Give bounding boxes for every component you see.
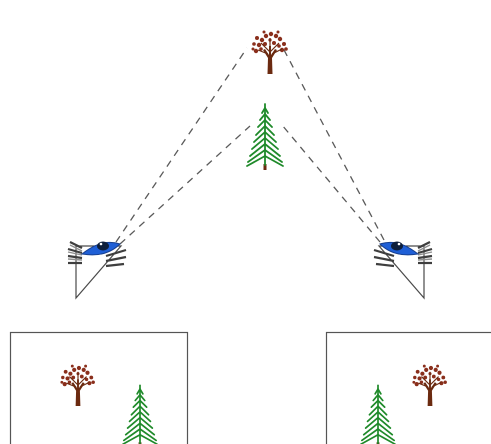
sight-line-right-to-pine (282, 125, 380, 242)
right-eye-view (327, 333, 491, 444)
sight-lines (116, 48, 384, 244)
sight-line-right-to-deciduous (283, 48, 384, 240)
sight-line-left-to-pine (120, 126, 250, 244)
sight-line-left-to-deciduous (116, 48, 247, 242)
left-view-frame (11, 333, 188, 444)
right-eye-icon (374, 242, 432, 299)
deciduous-tree-icon (252, 31, 288, 75)
left-eye-icon (68, 242, 126, 299)
pine-tree-icon (247, 104, 283, 170)
right-view-frame (327, 333, 491, 444)
left-eye-view (11, 333, 188, 444)
